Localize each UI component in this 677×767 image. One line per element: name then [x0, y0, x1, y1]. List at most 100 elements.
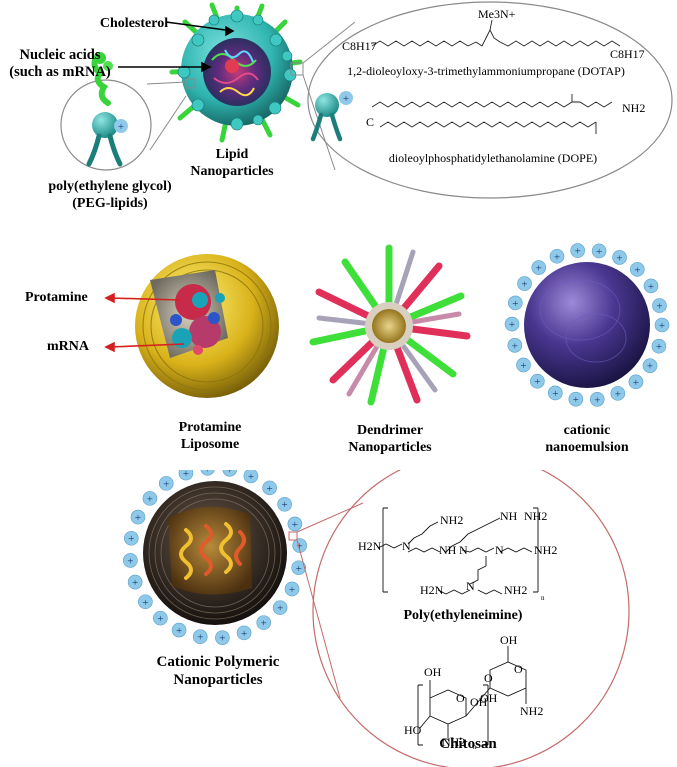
- charge-plus: +: [648, 281, 654, 293]
- charge-bead: [628, 374, 644, 390]
- lnp-core: [203, 38, 271, 106]
- protamine-title-line1: Protamine: [178, 420, 242, 435]
- charge-plus: +: [248, 471, 254, 483]
- polymeric-graphics: ++++++++++++++++++++++++ H2N N NH2 NH N …: [123, 470, 630, 767]
- charge-bead: [531, 260, 547, 275]
- lnp-title-line1: Lipid: [215, 147, 249, 162]
- charge-plus: +: [616, 252, 622, 264]
- charge-plus: +: [509, 319, 515, 331]
- cationic-lipid-molecule: +: [310, 91, 353, 142]
- protamine-title-line2: Liposome: [180, 437, 240, 452]
- charge-plus: +: [297, 541, 303, 553]
- charge-plus: +: [241, 628, 247, 640]
- charge-bead: [138, 594, 153, 610]
- chitosan-name: Chitosan: [439, 736, 497, 752]
- charge-bead: [507, 338, 523, 353]
- charge-plus: +: [163, 478, 169, 490]
- charge-bead: [504, 316, 520, 332]
- dope-structure: [371, 94, 613, 134]
- charge-plus: +: [512, 340, 518, 352]
- polymer-structures-circle: [312, 470, 630, 767]
- dotap-structure: [371, 19, 621, 47]
- svg-text:NH2: NH2: [534, 543, 557, 557]
- charge-bead: [256, 615, 272, 630]
- charge-plus: +: [596, 246, 602, 258]
- dope-name: dioleoylphosphatidylethanolamine (DOPE): [389, 151, 597, 165]
- charge-plus: +: [536, 263, 542, 275]
- lnp-title-line2: Nanoparticles: [190, 164, 274, 179]
- charge-plus: +: [289, 584, 295, 596]
- svg-text:OH: OH: [500, 633, 518, 647]
- charge-plus: +: [520, 360, 526, 372]
- svg-text:NH: NH: [439, 543, 457, 557]
- svg-text:O: O: [514, 662, 523, 676]
- charge-bead: [652, 298, 667, 313]
- charge-plus: +: [659, 320, 665, 332]
- charge-plus: +: [512, 298, 518, 310]
- svg-text:OH: OH: [470, 695, 488, 709]
- svg-text:OH: OH: [424, 665, 442, 679]
- charge-bead: [643, 278, 659, 294]
- charge-plus: +: [634, 264, 640, 276]
- dendrimer-title-line1: Dendrimer: [356, 423, 424, 438]
- charge-bead: [292, 538, 307, 553]
- charge-bead: [591, 243, 607, 259]
- charge-bead: [530, 373, 545, 389]
- charge-bead: [517, 276, 532, 291]
- svg-text:NH2: NH2: [442, 735, 465, 749]
- charge-plus: +: [267, 483, 273, 495]
- charge-plus: +: [282, 499, 288, 511]
- svg-text:C8H17: C8H17: [342, 39, 377, 53]
- chitosan-structure: [417, 646, 527, 746]
- svg-text:n: n: [473, 743, 477, 751]
- charge-plus: +: [132, 577, 138, 589]
- charge-plus: +: [647, 361, 653, 373]
- svg-text:NH2: NH2: [504, 583, 527, 597]
- charge-plus: +: [183, 470, 189, 480]
- charge-plus: +: [633, 377, 639, 389]
- polymeric-title-line2: Nanoparticles: [173, 672, 263, 688]
- charge-bead: [130, 509, 146, 525]
- charge-bead: [262, 480, 277, 496]
- charge-bead: [548, 385, 563, 401]
- svg-text:N: N: [466, 579, 475, 593]
- charge-bead: [612, 250, 627, 265]
- charge-plus: +: [575, 246, 581, 258]
- svg-text:H2N: H2N: [358, 539, 382, 553]
- svg-text:NH2: NH2: [622, 101, 645, 115]
- charge-plus: +: [552, 388, 558, 400]
- charge-bead: [642, 358, 658, 373]
- charge-bead: [123, 553, 138, 568]
- charge-bead: [272, 600, 288, 615]
- svg-text:+: +: [343, 93, 349, 105]
- svg-text:NH2: NH2: [440, 513, 463, 527]
- dendrimer-title: Dendrimer Nanoparticles: [335, 422, 445, 456]
- cationic-polymeric-title: Cationic Polymeric Nanoparticles: [128, 653, 308, 689]
- protamine-liposome-title: Protamine Liposome: [155, 419, 265, 453]
- charge-plus: +: [656, 341, 662, 353]
- nanoemulsion-title: cationic nanoemulsion: [527, 422, 647, 456]
- peg-lipid-molecule: +: [86, 52, 128, 167]
- charge-plus: +: [261, 618, 267, 630]
- charge-bead: [142, 491, 158, 506]
- charge-plus: +: [197, 632, 203, 644]
- charge-bead: [222, 470, 238, 477]
- peg-lipid-circle: [60, 79, 152, 171]
- charge-bead: [200, 470, 215, 476]
- charge-plus: +: [594, 394, 600, 406]
- charge-bead: [153, 610, 168, 626]
- svg-text:O: O: [484, 671, 493, 685]
- polymeric-title-line1: Cationic Polymeric: [156, 654, 280, 670]
- charge-plus: +: [135, 512, 141, 524]
- svg-text:N: N: [402, 539, 411, 553]
- peg-line2: (PEG-lipids): [72, 196, 148, 211]
- svg-text:H2N: H2N: [420, 583, 444, 597]
- svg-text:OH: OH: [480, 691, 498, 705]
- charge-plus: +: [227, 470, 233, 476]
- pei-structure: [377, 507, 539, 595]
- svg-text:HO: HO: [404, 723, 422, 737]
- charge-bead: [277, 496, 292, 512]
- charge-bead: [651, 338, 667, 354]
- charge-bead: [236, 625, 252, 641]
- charge-plus: +: [656, 301, 662, 313]
